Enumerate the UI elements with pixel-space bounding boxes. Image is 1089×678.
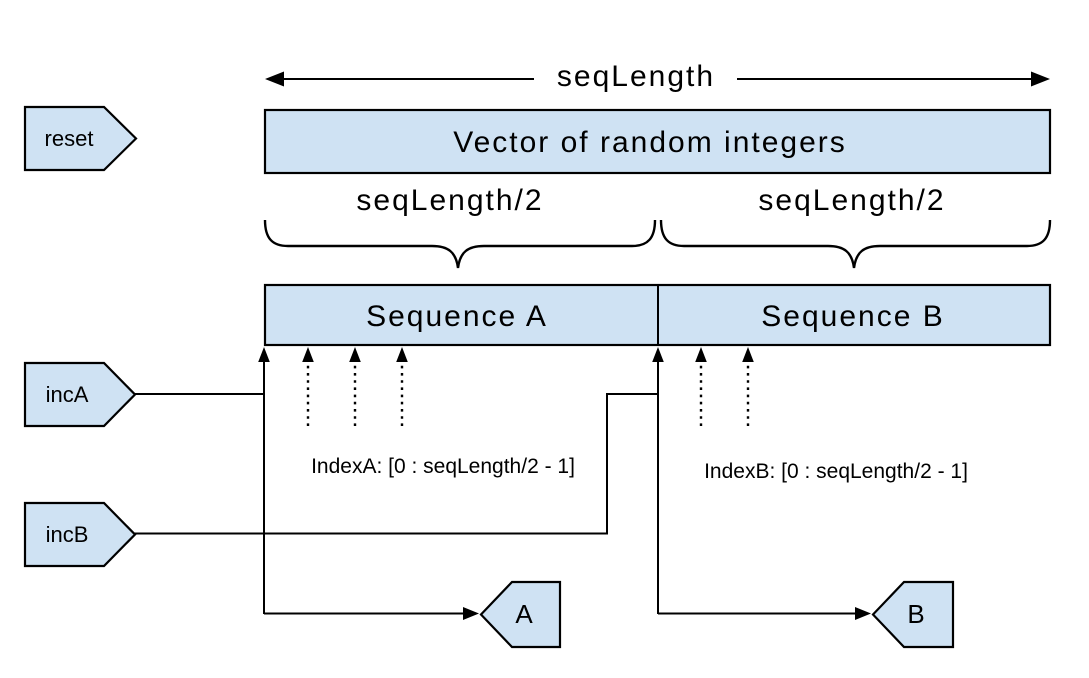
up-arrowhead-icon xyxy=(396,347,408,362)
brace-right xyxy=(659,219,1052,269)
sequence-a-label: Sequence A xyxy=(366,300,548,333)
inca-port-shape xyxy=(23,361,137,428)
seqlength-label: seqLength xyxy=(557,60,715,93)
incb-port: incB xyxy=(23,501,137,568)
incb-wire xyxy=(134,393,658,535)
incb-port-shape xyxy=(23,501,137,568)
inca-port: incA xyxy=(23,361,137,428)
incb-port-label: incB xyxy=(46,522,89,547)
right-arrowhead-icon xyxy=(463,607,479,620)
right-arrowhead-icon xyxy=(855,607,871,620)
half-left-label: seqLength/2 xyxy=(356,184,543,217)
output-b-port: B xyxy=(871,580,955,649)
vector-box-shape xyxy=(263,108,1052,175)
seqlength-dimension: seqLength xyxy=(265,60,1050,93)
reset-port: reset xyxy=(23,105,138,172)
output-b-shape xyxy=(871,580,955,649)
vector-box-label: Vector of random integers xyxy=(453,126,847,159)
up-arrowhead-icon xyxy=(742,347,754,362)
inca-port-label: incA xyxy=(46,382,89,407)
reset-port-shape xyxy=(23,105,138,172)
index-a-annotation: IndexA: [0 : seqLength/2 - 1] xyxy=(311,455,575,478)
index-b-annotation: IndexB: [0 : seqLength/2 - 1] xyxy=(704,460,968,483)
index-a-dotted-arrows xyxy=(302,347,408,426)
output-a-port: A xyxy=(479,580,562,649)
up-arrowhead-icon xyxy=(695,347,707,362)
output-b-label: B xyxy=(907,599,924,629)
inca-wiring xyxy=(134,347,479,620)
sequence-boxes: Sequence A Sequence B xyxy=(263,283,1052,347)
up-arrowhead-icon xyxy=(652,347,664,362)
vector-box: Vector of random integers xyxy=(263,108,1052,175)
reset-port-label: reset xyxy=(45,126,94,151)
half-right-label: seqLength/2 xyxy=(758,184,945,217)
up-arrowhead-icon xyxy=(302,347,314,362)
up-arrowhead-icon xyxy=(349,347,361,362)
sequence-b-label: Sequence B xyxy=(761,300,944,333)
right-arrowhead-icon xyxy=(1031,71,1050,87)
output-a-label: A xyxy=(515,599,533,629)
output-a-shape xyxy=(479,580,562,649)
up-arrowhead-icon xyxy=(258,347,270,362)
index-b-dotted-arrows xyxy=(695,347,754,426)
left-arrowhead-icon xyxy=(265,71,284,87)
brace-left xyxy=(263,219,657,269)
incb-wiring xyxy=(134,347,871,620)
